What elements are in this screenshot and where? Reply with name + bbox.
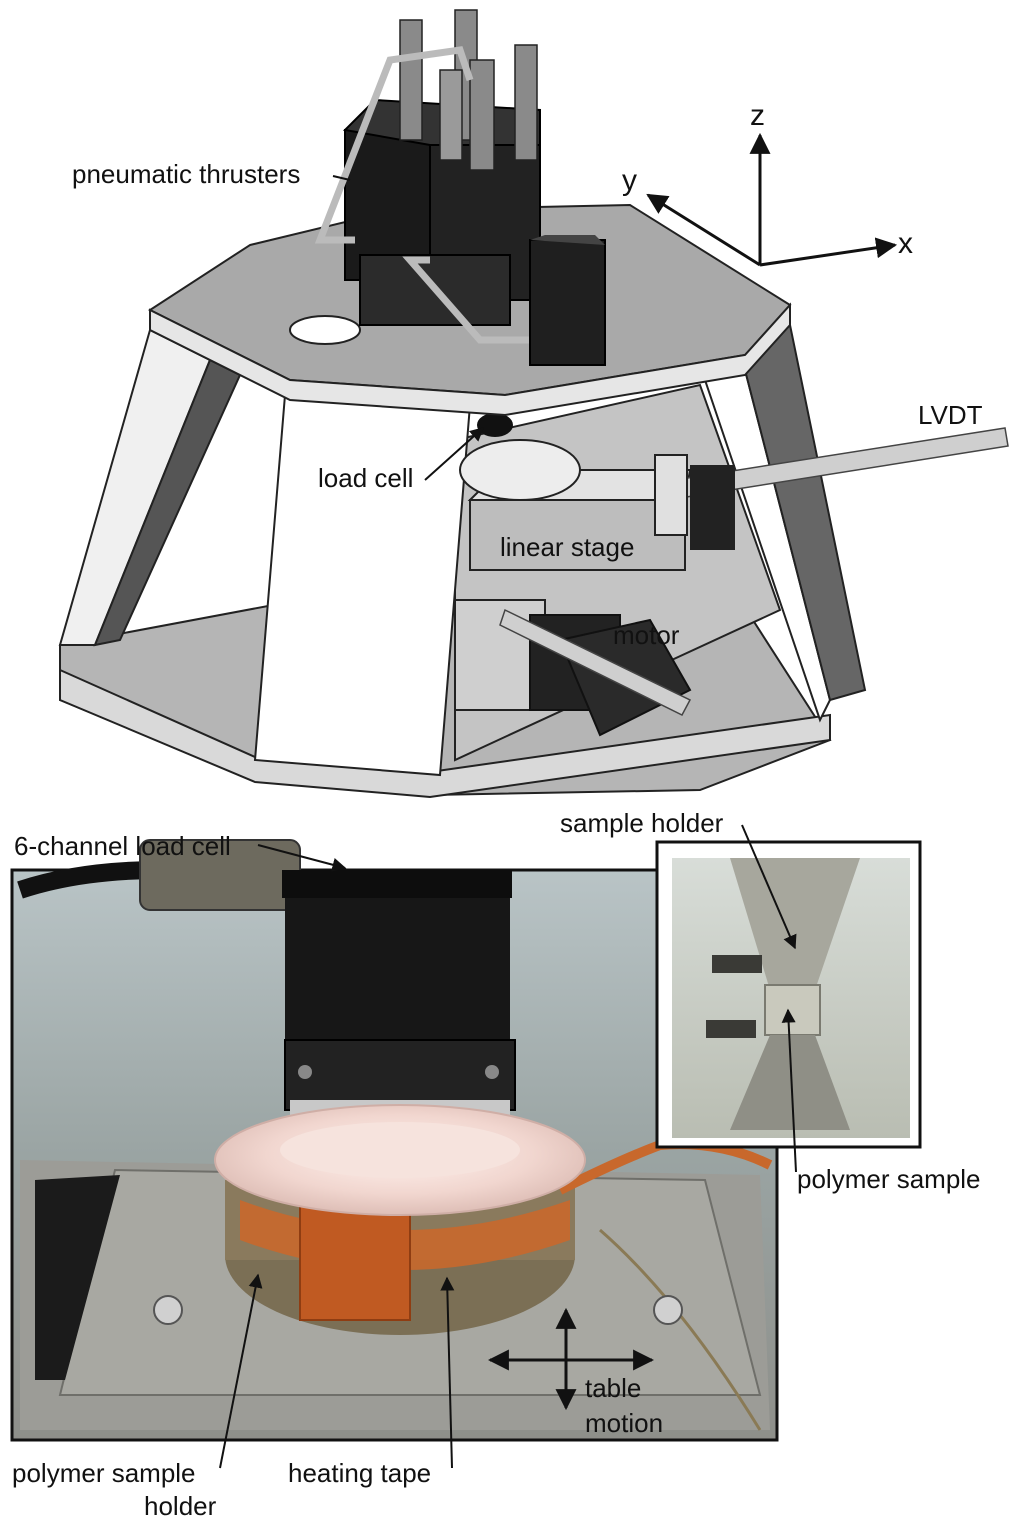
thruster-side-top xyxy=(530,235,605,245)
thruster-rod-1 xyxy=(399,19,423,141)
load-cell-flange xyxy=(284,1039,516,1111)
leader-pneumatic-thrusters xyxy=(332,175,351,181)
label-lvdt: LVDT xyxy=(918,400,983,430)
label-pneumatic-thrusters: pneumatic thrusters xyxy=(72,159,300,189)
inset-upper-holder xyxy=(730,858,860,990)
photo-inset xyxy=(655,840,922,1149)
label-motor: motor xyxy=(613,620,680,650)
inset-sample xyxy=(764,984,821,1036)
load-cell-top xyxy=(282,870,512,898)
leader-load-cell xyxy=(424,427,485,481)
lvdt-block xyxy=(690,465,735,550)
label-load-cell: load cell xyxy=(318,463,413,493)
label-polymer-sample: polymer sample xyxy=(797,1164,981,1194)
dish xyxy=(459,439,581,501)
label-six-channel-load-cell: 6-channel load cell xyxy=(14,831,231,861)
leader-polymer-sample xyxy=(781,1008,797,1173)
z-axis-label: z xyxy=(750,99,765,132)
label-polymer-sample-holder-line1: polymer sample xyxy=(12,1458,196,1488)
flange-bolt-right xyxy=(485,1065,499,1079)
label-table-motion-line2: motion xyxy=(585,1408,663,1438)
top-plate-edge xyxy=(149,302,791,417)
y-axis-arrow xyxy=(646,193,761,267)
y-axis-label: y xyxy=(622,164,637,197)
pneumatic-tube-1 xyxy=(314,46,474,244)
axes-triad: z x y xyxy=(622,99,913,267)
leader-polymer-sample-holder xyxy=(219,1273,263,1469)
load-cell-cylinder xyxy=(285,880,510,1050)
motor-rod xyxy=(499,608,692,716)
label-table-motion-line1: table xyxy=(585,1373,641,1403)
label-linear-stage: linear stage xyxy=(500,532,634,562)
load-cell-body xyxy=(477,413,513,437)
inset-screw-lower xyxy=(706,1020,756,1038)
front-wall xyxy=(253,393,472,777)
cad-apparatus xyxy=(58,9,1009,799)
acrylic-ring-inner xyxy=(280,1122,520,1178)
inset-screw-upper xyxy=(712,955,762,973)
thruster-rod-5 xyxy=(439,69,463,161)
label-sample-holder: sample holder xyxy=(560,808,724,838)
x-axis-arrow xyxy=(759,237,898,267)
table-motion-arrows xyxy=(487,1307,655,1411)
leader-six-channel-load-cell xyxy=(257,844,347,872)
label-polymer-sample-holder-line2: holder xyxy=(144,1491,217,1521)
label-heating-tape: heating tape xyxy=(288,1458,431,1488)
black-rail xyxy=(35,1175,120,1380)
lvdt-housing xyxy=(654,454,688,536)
leader-heating-tape xyxy=(440,1276,455,1469)
thruster-rod-4 xyxy=(514,44,538,161)
flange-bolt-left xyxy=(298,1065,312,1079)
plate-bolt-right xyxy=(653,1295,683,1325)
leader-sample-holder xyxy=(741,824,797,950)
thruster-rod-3 xyxy=(469,59,495,171)
x-axis-label: x xyxy=(898,227,913,260)
pneumatic-tube-2 xyxy=(402,256,545,344)
plate-bolt-left xyxy=(153,1295,183,1325)
thruster-side-block xyxy=(529,239,606,366)
inset-lower-holder xyxy=(730,1035,850,1130)
top-plate-hole xyxy=(289,315,361,345)
